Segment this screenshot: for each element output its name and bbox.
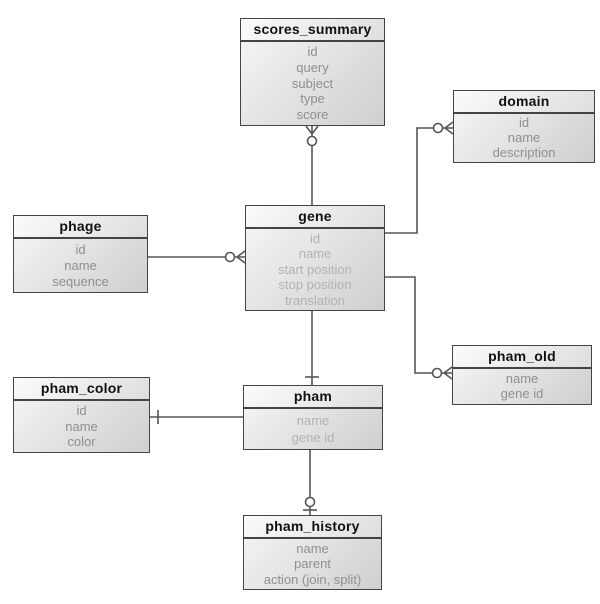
entity-field-gene-3: stop position [278,277,352,293]
entity-field-pham_history-1: parent [294,556,331,572]
entity-field-scores_summary-1: query [296,59,329,75]
entity-field-domain-1: name [507,130,541,146]
entity-field-domain-2: description [492,145,556,161]
entity-table-header: pham_history [244,516,381,539]
entity-table-header: pham [244,386,382,409]
entity-table-header: domain [454,91,594,114]
entity-table-header: pham_old [453,346,591,369]
entity-field-phage-0: id [75,241,86,257]
entity-field-scores_summary-3: type [300,91,325,107]
entity-field-scores_summary-2: subject [291,75,334,91]
entity-table-header: scores_summary [241,19,384,42]
entity-field-pham_color-2: color [67,434,96,450]
entity-field-pham_old-1: gene id [500,386,544,402]
entity-table-header: gene [246,206,384,229]
entity-field-gene-2: start position [278,261,352,277]
entity-field-scores_summary-4: score [296,107,329,123]
entity-field-pham_history-0: name [296,540,329,556]
entity-field-phage-1: name [64,257,97,273]
entity-field-pham_color-1: name [65,418,98,434]
entity-field-gene-1: name [298,246,332,262]
entity-field-pham_history-2: action (join, split) [263,571,362,587]
entity-table-header: phage [14,216,147,239]
entity-field-domain-0: id [518,115,530,131]
entity-field-gene-4: translation [285,292,345,308]
entity-table-header: pham_color [14,378,149,401]
entity-field-pham-1: gene id [291,429,335,445]
entity-field-pham_old-0: name [505,370,539,386]
entity-field-pham_color-0: id [76,403,87,419]
entity-field-gene-0: id [309,230,321,246]
entity-field-scores_summary-0: id [307,44,318,60]
entity-field-phage-2: sequence [52,273,109,289]
entity-field-pham-0: name [296,412,330,428]
